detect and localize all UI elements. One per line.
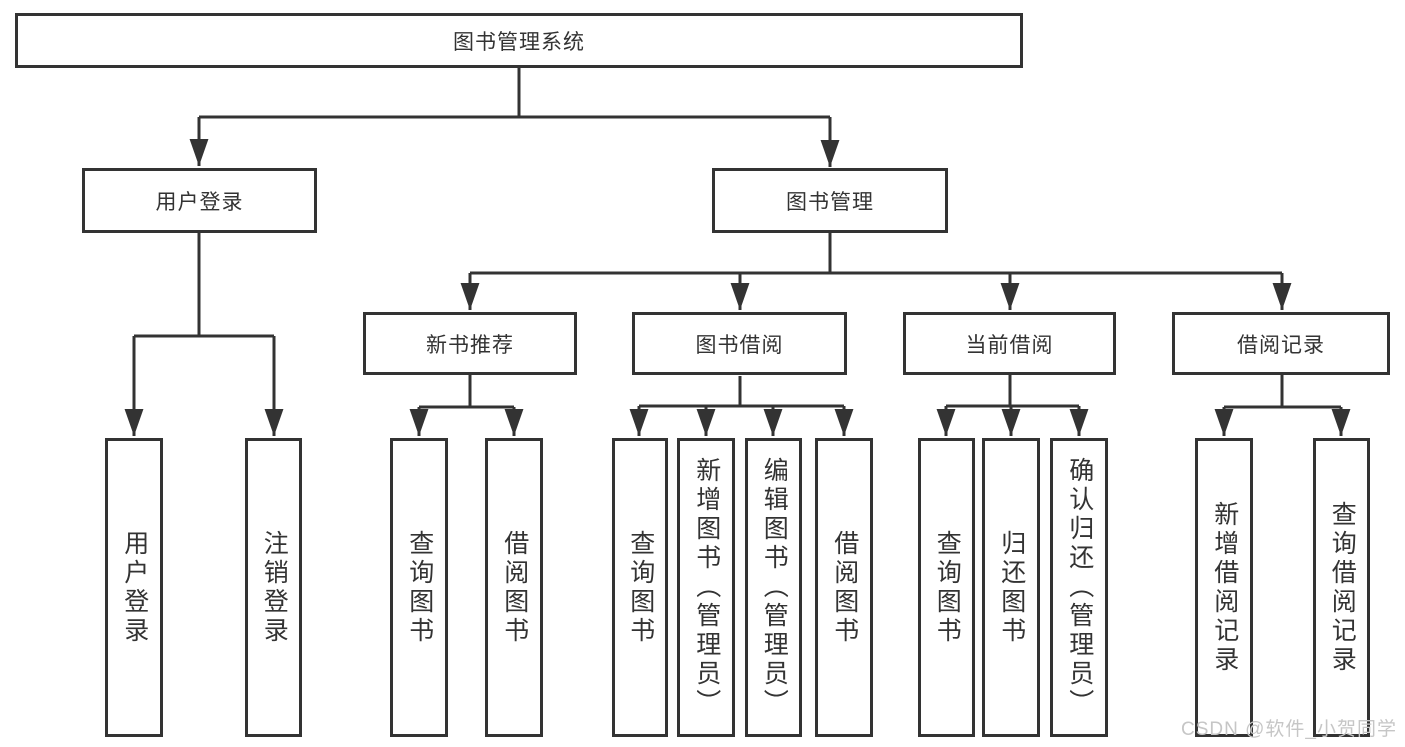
node-user-login-label: 用户登录 — [155, 190, 244, 214]
leaf-confirm-return-admin: 确认归还（管理员） — [1050, 438, 1108, 737]
node-book-management: 图书管理 — [712, 168, 948, 233]
leaf-query-books-current: 查询图书 — [918, 438, 975, 737]
leaf-add-books-admin-label: 新增图书（管理员） — [692, 457, 721, 718]
leaf-query-books-recommend: 查询图书 — [390, 438, 448, 737]
leaf-logout-label: 注销登录 — [260, 529, 289, 646]
leaf-edit-books-admin-label: 编辑图书（管理员） — [760, 457, 789, 718]
leaf-add-borrow-record: 新增借阅记录 — [1195, 438, 1253, 737]
node-library-system-label: 图书管理系统 — [453, 30, 585, 54]
leaf-add-books-admin: 新增图书（管理员） — [677, 438, 735, 737]
leaf-query-borrow-record-label: 查询借阅记录 — [1328, 500, 1357, 675]
leaf-query-books-current-label: 查询图书 — [933, 529, 962, 646]
node-borrowing-records: 借阅记录 — [1172, 312, 1390, 375]
leaf-query-books-borrowing: 查询图书 — [612, 438, 668, 737]
leaf-return-books: 归还图书 — [982, 438, 1040, 737]
node-library-system: 图书管理系统 — [15, 13, 1023, 68]
connector-arrows — [124, 117, 1351, 436]
leaf-query-books-borrowing-label: 查询图书 — [626, 529, 655, 646]
connector-trunks — [134, 68, 1341, 409]
leaf-user-login-label: 用户登录 — [120, 529, 149, 646]
node-new-book-recommendation-label: 新书推荐 — [426, 333, 514, 357]
node-book-management-label: 图书管理 — [786, 190, 874, 214]
leaf-return-books-label: 归还图书 — [997, 529, 1026, 646]
leaf-borrow-books-recommend: 借阅图书 — [485, 438, 543, 737]
node-current-borrowing: 当前借阅 — [903, 312, 1116, 375]
leaf-logout: 注销登录 — [245, 438, 302, 737]
watermark: CSDN @软件_小贺同学 — [1181, 719, 1397, 740]
leaf-add-borrow-record-label: 新增借阅记录 — [1210, 500, 1239, 675]
leaf-confirm-return-admin-label: 确认归还（管理员） — [1065, 457, 1094, 718]
node-borrowing-records-label: 借阅记录 — [1237, 333, 1325, 357]
leaf-borrow-books-borrowing-label: 借阅图书 — [830, 529, 859, 646]
leaf-edit-books-admin: 编辑图书（管理员） — [745, 438, 802, 737]
node-book-borrowing-label: 图书借阅 — [695, 333, 784, 357]
node-current-borrowing-label: 当前借阅 — [965, 333, 1054, 357]
leaf-borrow-books-borrowing: 借阅图书 — [815, 438, 873, 737]
node-user-login: 用户登录 — [82, 168, 317, 233]
node-book-borrowing: 图书借阅 — [632, 312, 847, 375]
leaf-query-borrow-record: 查询借阅记录 — [1313, 438, 1370, 737]
leaf-user-login: 用户登录 — [105, 438, 163, 737]
leaf-query-books-recommend-label: 查询图书 — [405, 529, 434, 646]
leaf-borrow-books-recommend-label: 借阅图书 — [500, 529, 529, 646]
node-new-book-recommendation: 新书推荐 — [363, 312, 577, 375]
